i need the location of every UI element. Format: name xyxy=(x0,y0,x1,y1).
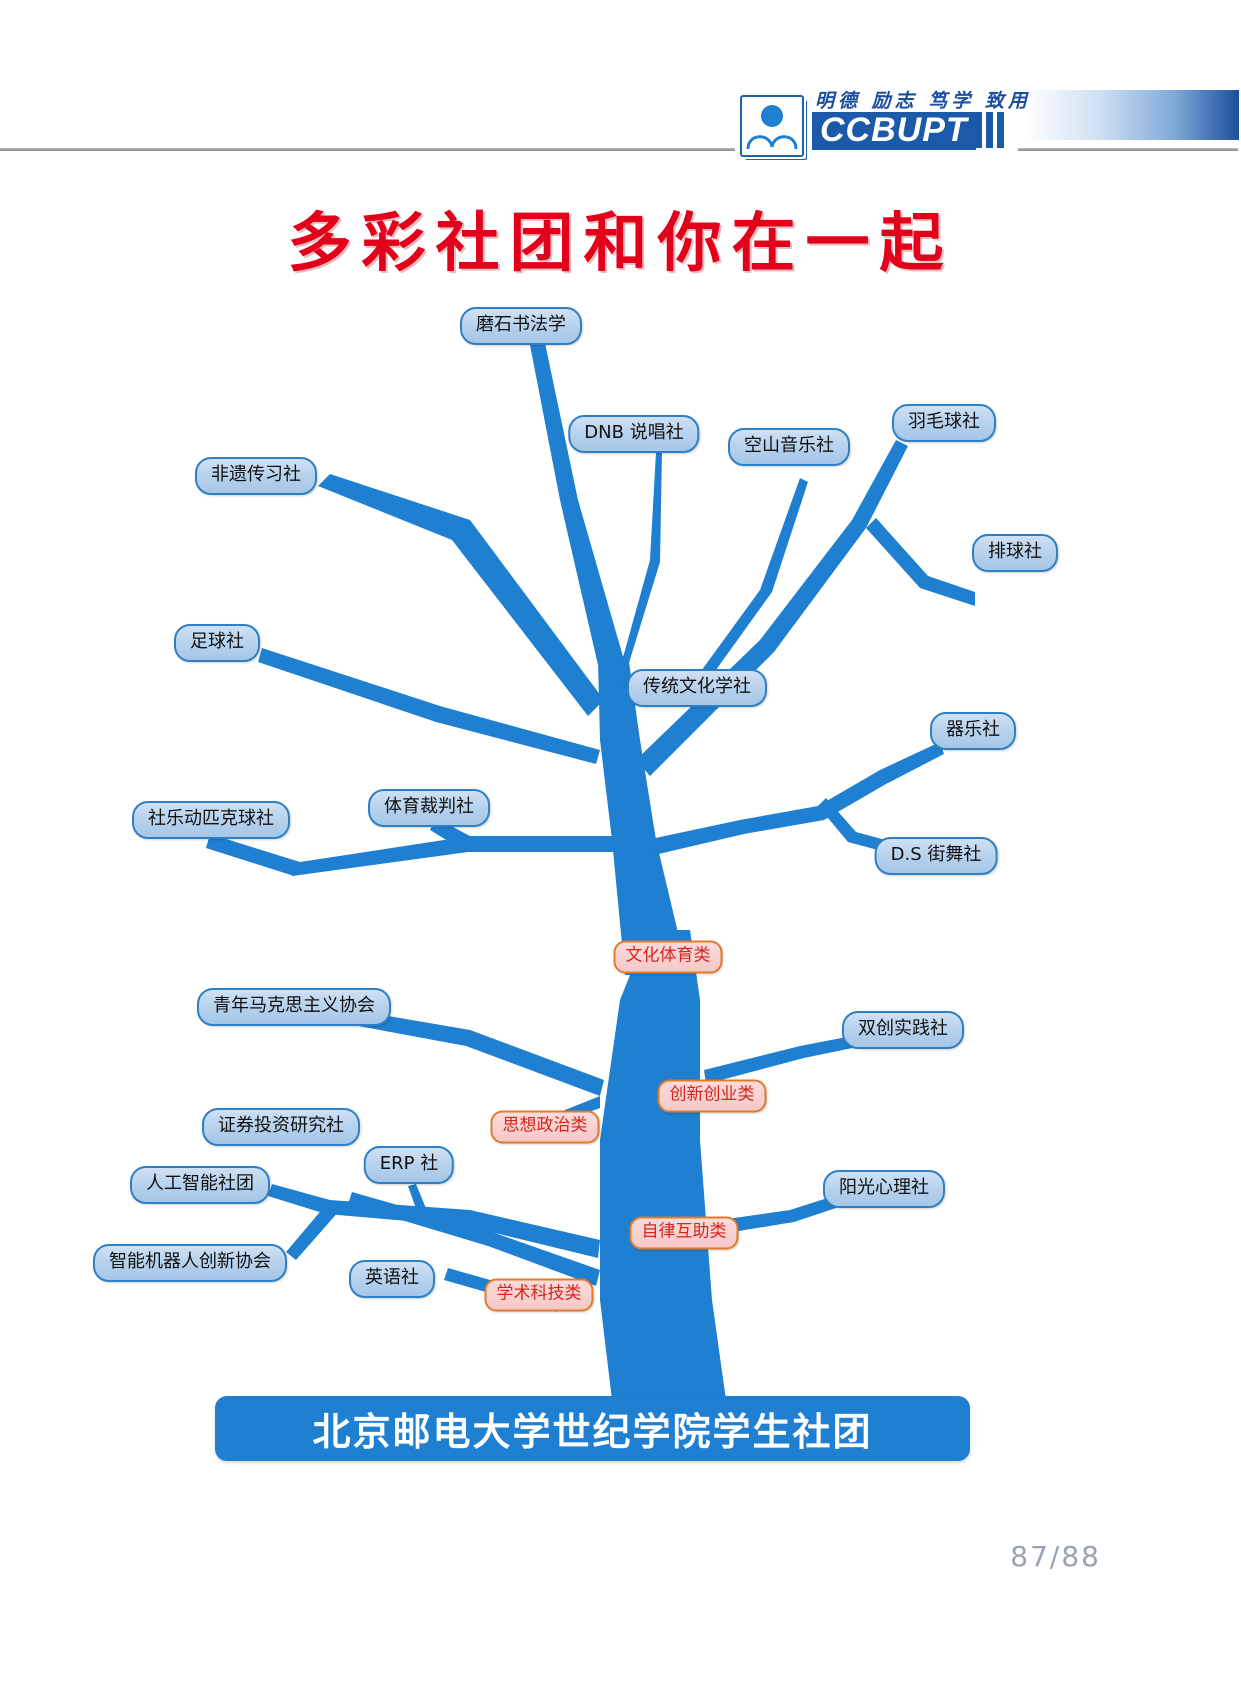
tree-branches xyxy=(206,343,975,1400)
club-instrumental[interactable]: 器乐社 xyxy=(930,712,1016,750)
three-bars-icon xyxy=(975,112,1009,148)
club-pickleball[interactable]: 社乐动匹克球社 xyxy=(132,801,290,839)
club-football[interactable]: 足球社 xyxy=(174,624,260,662)
club-volleyball[interactable]: 排球社 xyxy=(972,534,1058,572)
club-sunshine-psych[interactable]: 阳光心理社 xyxy=(823,1170,945,1208)
page-number: 87/88 xyxy=(1010,1540,1101,1573)
brand-wordmark: CCBUPT xyxy=(812,112,976,150)
header-divider-right xyxy=(1018,148,1238,151)
header-gradient-bar xyxy=(1024,90,1239,140)
club-securities[interactable]: 证券投资研究社 xyxy=(202,1108,360,1146)
cat-academic-tech[interactable]: 学术科技类 xyxy=(484,1278,594,1312)
club-dual-innovation[interactable]: 双创实践社 xyxy=(842,1011,964,1049)
university-motto: 明德 励志 笃学 致用 xyxy=(815,90,1031,112)
club-dnb-rap[interactable]: DNB 说唱社 xyxy=(568,415,700,453)
club-english[interactable]: 英语社 xyxy=(349,1260,435,1298)
cat-culture-sports[interactable]: 文化体育类 xyxy=(613,940,723,974)
cat-innovation[interactable]: 创新创业类 xyxy=(657,1079,767,1113)
club-erp[interactable]: ERP 社 xyxy=(363,1146,455,1184)
club-intangible-herit[interactable]: 非遗传习社 xyxy=(195,457,317,495)
cat-self-discipline[interactable]: 自律互助类 xyxy=(629,1216,739,1250)
club-traditional-culture[interactable]: 传统文化学社 xyxy=(627,669,767,707)
club-young-marxist[interactable]: 青年马克思主义协会 xyxy=(197,988,391,1026)
club-smart-robot[interactable]: 智能机器人创新协会 xyxy=(93,1244,287,1282)
club-sports-referee[interactable]: 体育裁判社 xyxy=(368,789,490,827)
club-moshi-calligraphy[interactable]: 磨石书法学 xyxy=(460,307,582,345)
club-ai[interactable]: 人工智能社团 xyxy=(130,1166,270,1204)
student-book-logo-icon xyxy=(740,95,804,157)
club-ds-streetdance[interactable]: D.S 街舞社 xyxy=(874,837,998,875)
logo-head-dot-icon xyxy=(761,105,783,127)
club-kongshan-music[interactable]: 空山音乐社 xyxy=(728,428,850,466)
logo-book-arcs-icon xyxy=(746,135,798,150)
root-banner: 北京邮电大学世纪学院学生社团 xyxy=(215,1396,970,1461)
club-badminton[interactable]: 羽毛球社 xyxy=(892,404,996,442)
page-header: 明德 励志 笃学 致用 CCBUPT xyxy=(0,0,1241,165)
header-divider-left xyxy=(0,148,735,151)
page-title: 多彩社团和你在一起 xyxy=(287,206,954,281)
cat-ideology[interactable]: 思想政治类 xyxy=(490,1110,600,1144)
